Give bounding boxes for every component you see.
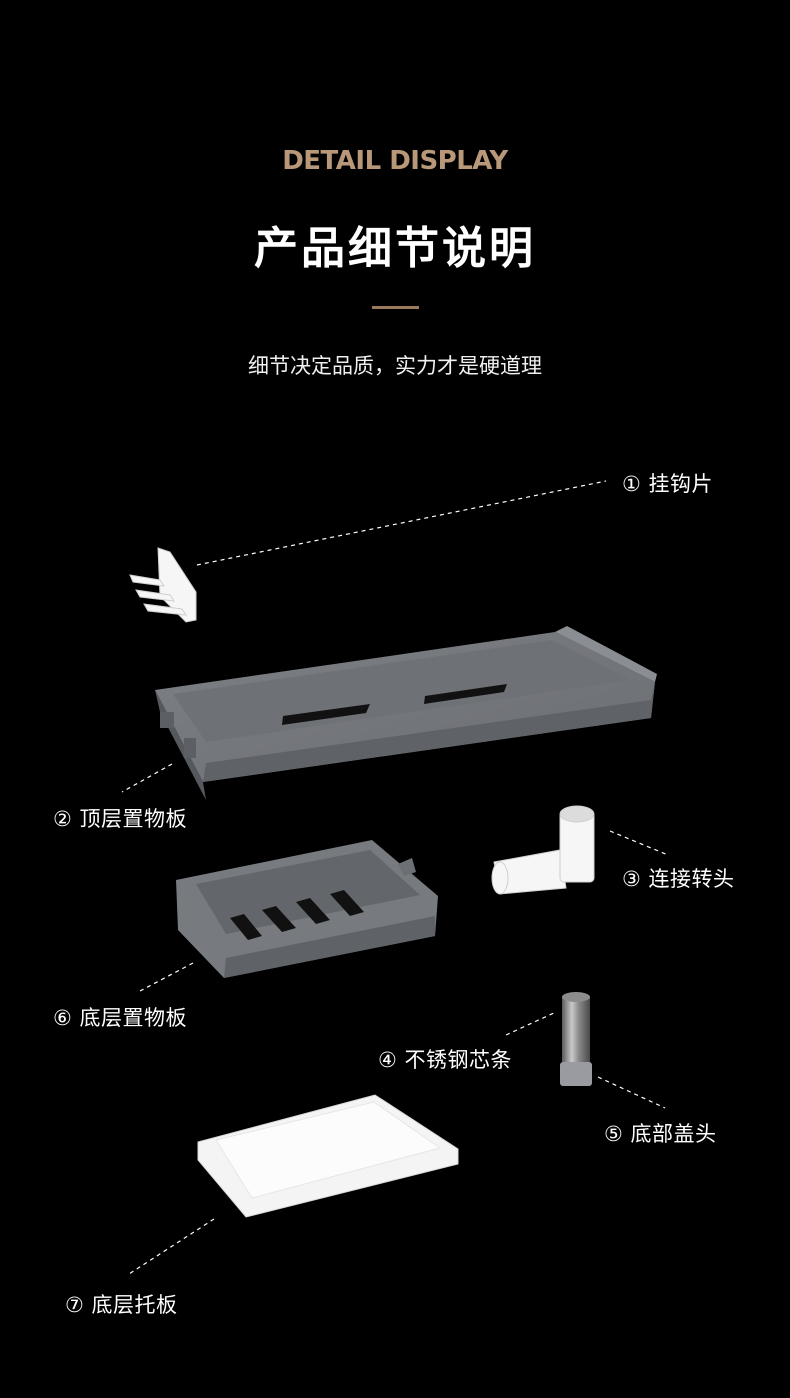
label-connector: ③ 连接转头 xyxy=(622,867,735,891)
label-bottom-cap: ⑤ 底部盖头 xyxy=(604,1122,717,1146)
steel-core-bar xyxy=(560,992,592,1086)
title-divider xyxy=(372,306,419,309)
label-steel-core: ④ 不锈钢芯条 xyxy=(378,1048,513,1072)
bottom-shelf xyxy=(176,840,438,978)
label-hook: ① 挂钩片 xyxy=(622,472,714,496)
label-bottom-shelf: ⑥ 底层置物板 xyxy=(53,1006,188,1030)
eyebrow-heading: DETAIL DISPLAY xyxy=(282,146,508,176)
top-shelf xyxy=(155,626,657,800)
page-title: 产品细节说明 xyxy=(254,223,536,274)
page-subtitle: 细节决定品质，实力才是硬道理 xyxy=(248,354,542,378)
label-top-shelf: ② 顶层置物板 xyxy=(53,807,188,831)
label-bottom-tray: ⑦ 底层托板 xyxy=(65,1293,178,1317)
connector-elbow xyxy=(491,805,595,895)
bottom-tray xyxy=(197,1094,459,1218)
hook-piece xyxy=(129,547,197,623)
